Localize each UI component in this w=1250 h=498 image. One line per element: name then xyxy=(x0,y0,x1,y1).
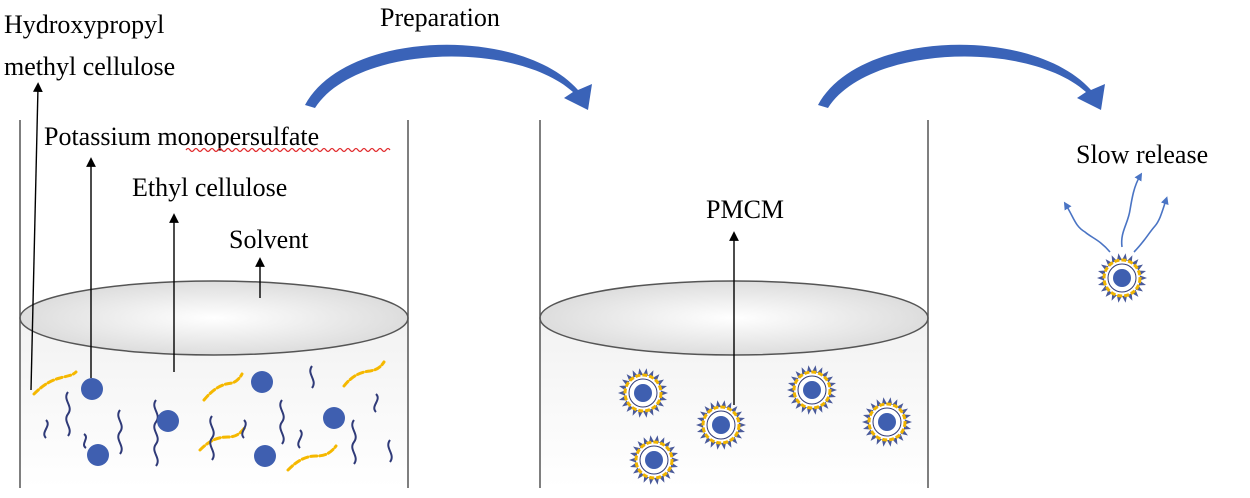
hpmc-label-arrow xyxy=(30,82,43,391)
spellcheck-underline xyxy=(185,147,391,153)
capsule-particle xyxy=(1113,269,1131,287)
capsule-particle xyxy=(803,381,821,399)
slow-release-capsule xyxy=(1063,172,1169,303)
beaker-1-contents xyxy=(32,360,393,472)
capsule-particle xyxy=(712,416,730,434)
capsule-particle xyxy=(878,413,896,431)
beaker-1-liquid-surface xyxy=(19,280,409,356)
potassium-particles xyxy=(81,371,345,467)
microcapsule xyxy=(696,400,746,450)
solvent-label: Solvent xyxy=(229,225,309,254)
hpmc-fibers xyxy=(32,360,386,472)
potassium-label: Potassium monopersulfate xyxy=(44,122,319,151)
pmcm-label: PMCM xyxy=(706,195,784,224)
beaker-1-liquid xyxy=(20,318,408,488)
preparation-curved-arrow-icon xyxy=(305,44,592,110)
microcapsule xyxy=(1097,253,1147,303)
release-curved-arrow-icon xyxy=(818,44,1105,110)
ethyl-cellulose-label: Ethyl cellulose xyxy=(132,173,287,202)
microcapsule xyxy=(629,435,679,485)
beaker-2-microcapsules xyxy=(618,365,912,485)
hpmc-label-line2: methyl cellulose xyxy=(4,52,175,81)
label-arrows xyxy=(30,82,739,405)
microcapsule xyxy=(618,368,668,418)
beaker-1 xyxy=(19,120,409,488)
hpmc-label-line1: Hydroxypropyl xyxy=(4,10,164,39)
preparation-label: Preparation xyxy=(380,3,500,32)
capsule-particle xyxy=(634,384,652,402)
microcapsule xyxy=(862,397,912,447)
slow-release-label: Slow release xyxy=(1076,140,1208,169)
release-wavy-arrow-icon xyxy=(1063,172,1169,253)
microcapsule xyxy=(787,365,837,415)
capsule-particle xyxy=(645,451,663,469)
ethyl-cellulose-fibers xyxy=(43,365,393,467)
